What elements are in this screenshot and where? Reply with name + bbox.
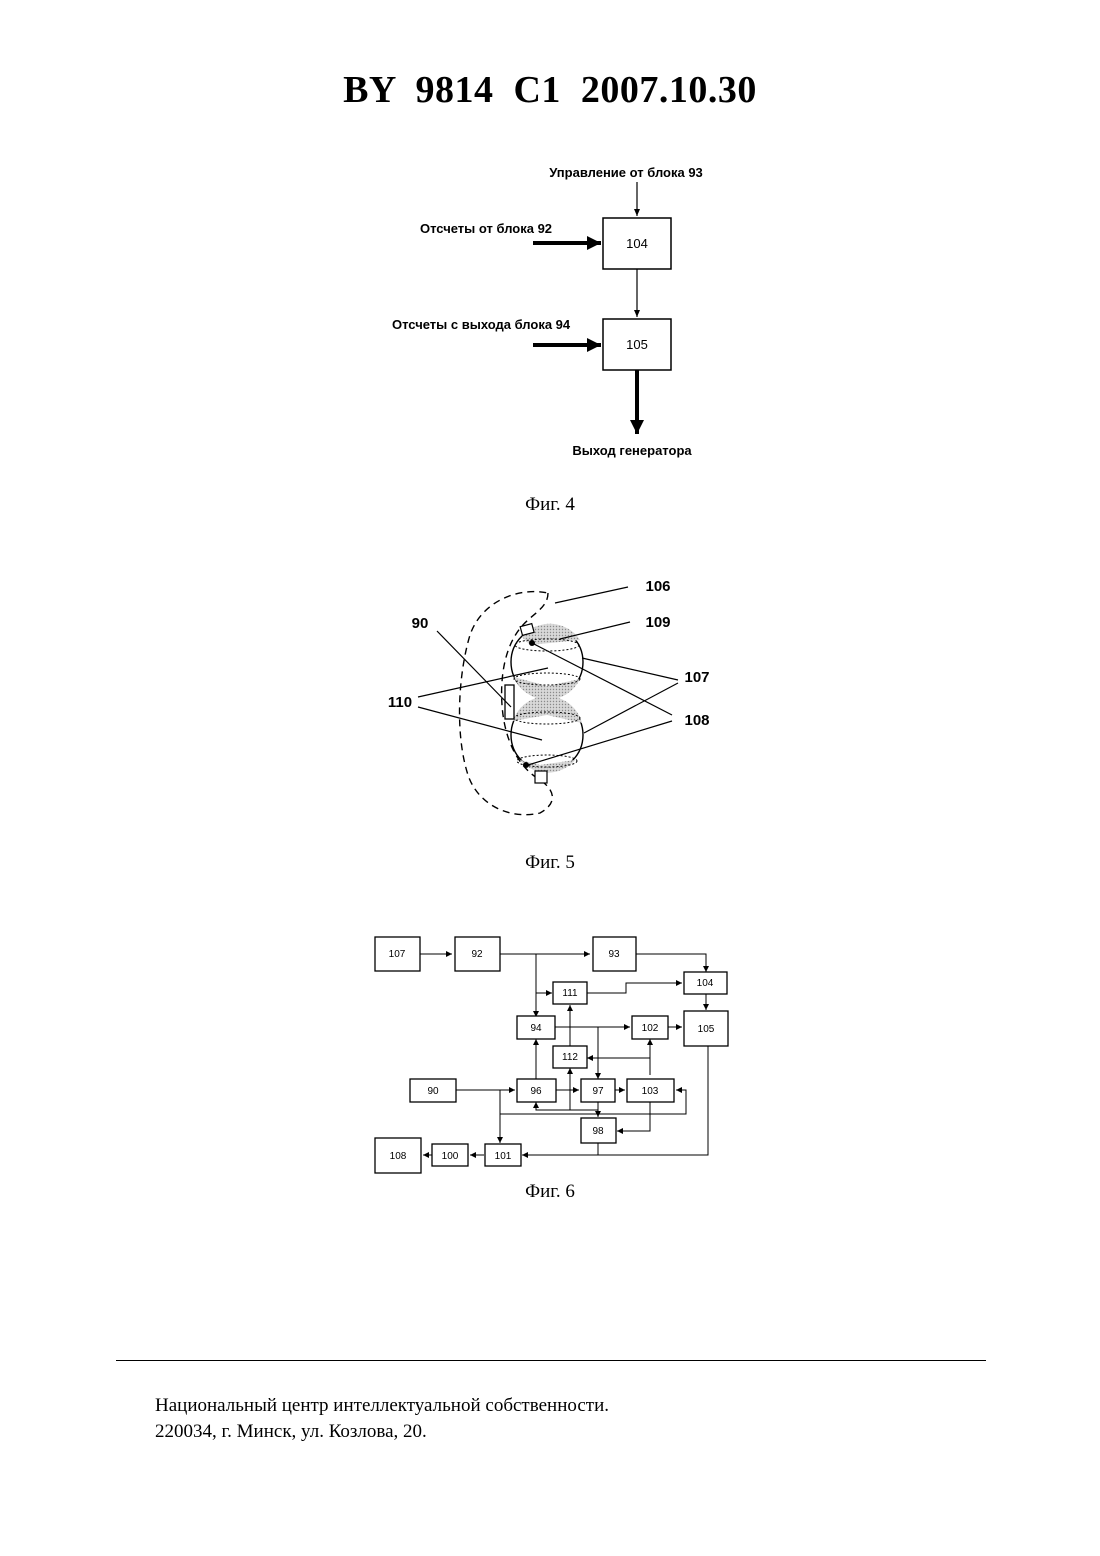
patent-header: BY 9814 C1 2007.10.30 (0, 68, 1100, 112)
block-102-label: 102 (642, 1023, 659, 1034)
block-107-label: 107 (389, 949, 406, 960)
block-98-label: 98 (592, 1126, 604, 1137)
footer-divider (116, 1360, 986, 1361)
block-111-label: 111 (562, 988, 578, 999)
footer-line-2: 220034, г. Минск, ул. Козлова, 20. (155, 1419, 609, 1445)
figure-5: 106 109 90 107 110 108 (0, 565, 1100, 825)
block-94-label: 94 (530, 1023, 542, 1034)
figure-4-caption: Фиг. 4 (0, 494, 1100, 516)
footer-line-1: Национальный центр интеллектуальной собс… (155, 1393, 609, 1419)
label-107: 107 (684, 669, 709, 686)
label-counts-92: Отсчеты от блока 92 (420, 221, 552, 236)
block-93-label: 93 (608, 949, 620, 960)
figure-5-caption: Фиг. 5 (0, 852, 1100, 874)
label-106: 106 (645, 578, 670, 595)
block-92-label: 92 (471, 949, 483, 960)
block-105-label: 105 (626, 337, 648, 352)
label-output: Выход генератора (572, 443, 692, 458)
figure-5-drawing: 106 109 90 107 110 108 (0, 565, 1100, 825)
block-100-label: 100 (442, 1151, 459, 1162)
block-90-label: 90 (427, 1086, 439, 1097)
figure-6-diagram: 107 92 93 104 111 94 102 105 112 90 96 9… (0, 925, 1100, 1180)
block-105-label: 105 (698, 1024, 715, 1035)
block-101-label: 101 (495, 1151, 512, 1162)
block-104-label: 104 (697, 978, 714, 989)
figure-6-caption: Фиг. 6 (0, 1181, 1100, 1203)
block-112-label: 112 (562, 1052, 578, 1063)
block-96-label: 96 (530, 1086, 542, 1097)
label-counts-94: Отсчеты с выхода блока 94 (392, 317, 571, 332)
figure-4-diagram: Управление от блока 93 104 Отсчеты от бл… (0, 150, 1100, 480)
block-97-label: 97 (592, 1086, 604, 1097)
label-control: Управление от блока 93 (549, 165, 703, 180)
label-110: 110 (388, 694, 412, 711)
label-109: 109 (645, 614, 670, 631)
block-103-label: 103 (642, 1086, 659, 1097)
figure-4: Управление от блока 93 104 Отсчеты от бл… (0, 150, 1100, 480)
label-108: 108 (684, 712, 709, 729)
footer: Национальный центр интеллектуальной собс… (155, 1393, 609, 1445)
block-104-label: 104 (626, 236, 648, 251)
block-108-label: 108 (390, 1151, 407, 1162)
figure-6: 107 92 93 104 111 94 102 105 112 90 96 9… (0, 925, 1100, 1180)
label-90: 90 (412, 615, 429, 632)
